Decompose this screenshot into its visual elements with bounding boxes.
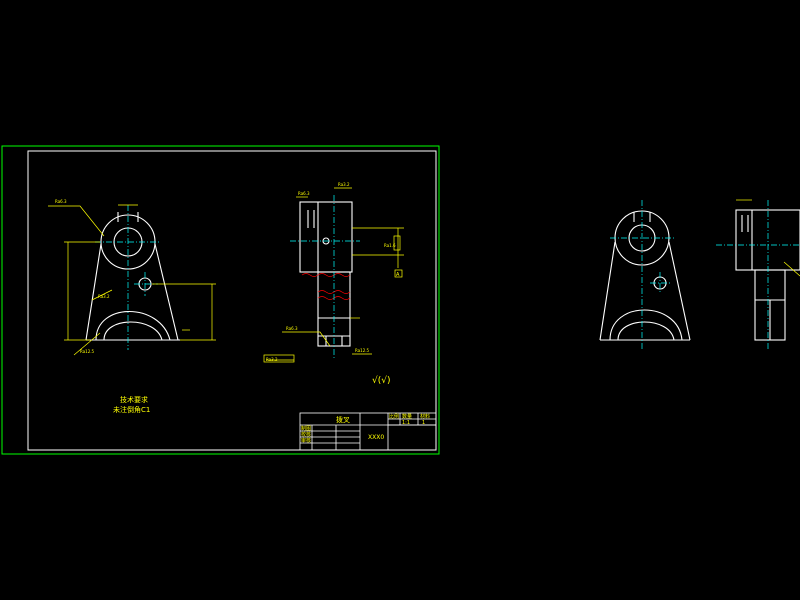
part-name: 拨叉 (336, 415, 350, 424)
side-label-1: Ra3.2 (338, 182, 350, 187)
front-label-1: Ra6.3 (55, 199, 67, 204)
scale-value: 1:1 (402, 420, 410, 426)
scale-label: 比例 (389, 413, 399, 420)
side-label-3: Ra1.6 (384, 243, 396, 248)
title-block (299, 412, 437, 451)
tech-req-text: 未注倒角C1 (113, 405, 150, 414)
right-front-view (599, 200, 691, 350)
tech-req-title: 技术要求 (120, 395, 148, 404)
material-label: 材料 (420, 413, 430, 420)
front-label-2: Ra3.2 (98, 294, 110, 299)
sheet-outer-frame (1, 145, 440, 455)
drawing-no: XXX0 (368, 434, 384, 441)
front-view: Ra6.3 Ra3.2 Ra12.5 (48, 199, 216, 356)
quantity-value: 1 (422, 420, 425, 426)
side-label-2: Ra6.3 (298, 191, 310, 196)
row-label-3: 审核 (301, 437, 311, 444)
row-label-2: 校核 (301, 431, 311, 438)
datum-label-a: A (396, 272, 400, 278)
side-view: Ra3.2 Ra6.3 Ra1.6 A Ra6.3 Ra12.5 Ra3.2 (263, 182, 404, 363)
right-side-view (716, 199, 800, 350)
surface-finish-note: √(√) (372, 375, 391, 386)
side-label-5: Ra6.3 (286, 326, 298, 331)
row-label-1: 制图 (301, 425, 311, 432)
side-label-6: Ra12.5 (355, 348, 370, 353)
quantity-label: 数量 (402, 413, 412, 420)
callout-note: Ra3.2 (266, 357, 278, 362)
title-block-text: 拨叉 XXX0 比例 数量 材料 1:1 1 制图 校核 审核 (301, 413, 430, 444)
front-label-3: Ra12.5 (80, 349, 95, 354)
